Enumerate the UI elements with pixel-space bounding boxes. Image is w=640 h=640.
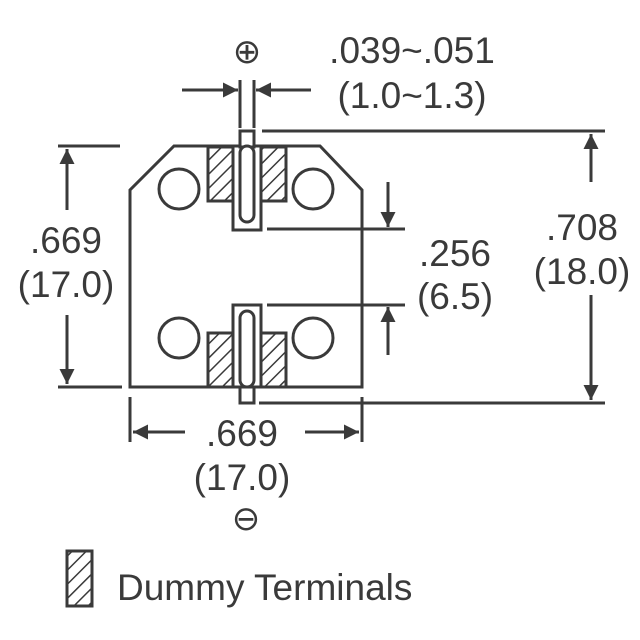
legend-hatch-swatch: [65, 549, 94, 608]
pin-width-dimension: [182, 80, 311, 128]
body-width-inch-label: .669: [206, 413, 278, 454]
positive-polarity-symbol: ⊕: [233, 32, 262, 72]
dummy-terminal-top-right: [259, 145, 288, 203]
pin-width-mm-label: (1.0~1.3): [337, 75, 486, 116]
body-width-dimension: [128, 397, 364, 442]
mount-hole-top-right: [291, 167, 335, 211]
mount-hole-top-left: [157, 167, 201, 211]
positive-terminal: [231, 129, 263, 232]
negative-terminal: [231, 303, 263, 405]
dummy-terminal-bottom-right: [259, 331, 288, 389]
body-height-dimension: [58, 144, 122, 389]
overall-height-mm-label: (18.0): [534, 251, 631, 292]
body-width-mm-label: (17.0): [194, 457, 291, 498]
dummy-terminal-top-left: [206, 145, 235, 203]
pin-spacing-dimension: [267, 182, 405, 355]
pin-width-inch-label: .039~.051: [329, 30, 495, 71]
mount-hole-bottom-right: [291, 316, 335, 360]
body-height-inch-label: .669: [30, 220, 102, 261]
component-body: [128, 144, 364, 389]
overall-height-dimension: [259, 129, 605, 405]
overall-height-inch-label: .708: [546, 207, 618, 248]
dummy-terminal-bottom-left: [206, 331, 235, 389]
negative-polarity-symbol: ⊖: [232, 499, 261, 539]
legend-label: Dummy Terminals: [117, 567, 412, 608]
pin-spacing-inch-label: .256: [419, 233, 491, 274]
body-height-mm-label: (17.0): [18, 264, 115, 305]
mount-hole-bottom-left: [157, 316, 201, 360]
pin-spacing-mm-label: (6.5): [417, 276, 493, 317]
